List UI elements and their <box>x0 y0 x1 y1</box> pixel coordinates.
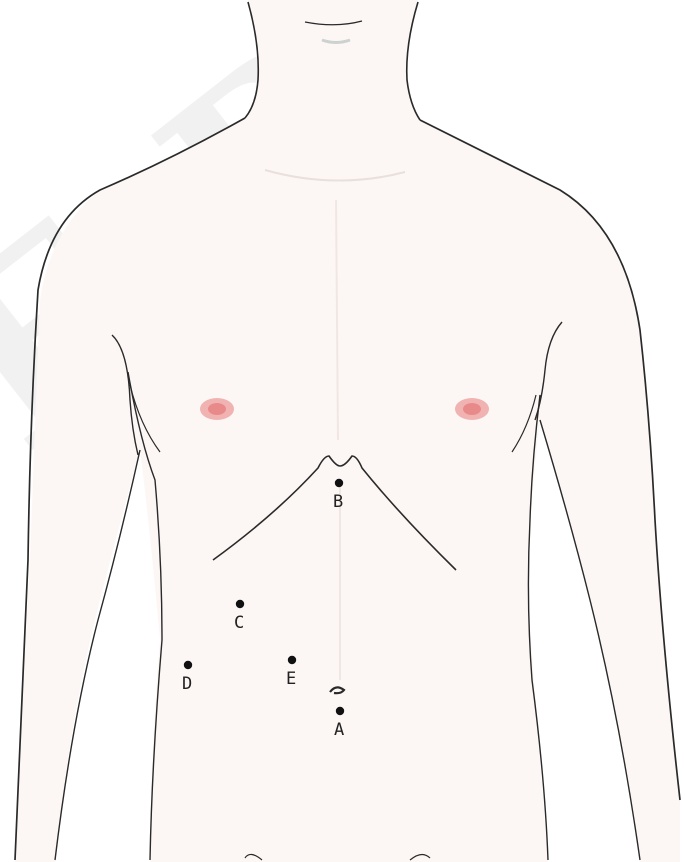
torso-skin <box>15 0 680 862</box>
marker-b-label: B <box>333 494 343 511</box>
marker-c-label: C <box>234 615 244 632</box>
marker-d-label: D <box>182 676 192 693</box>
marker-b-dot <box>335 479 343 487</box>
marker-a-dot <box>336 707 344 715</box>
marker-a-label: A <box>334 722 344 739</box>
marker-d-dot <box>184 661 192 669</box>
marker-c-dot <box>236 600 244 608</box>
marker-e-label: E <box>286 671 296 688</box>
marker-e-dot <box>288 656 296 664</box>
